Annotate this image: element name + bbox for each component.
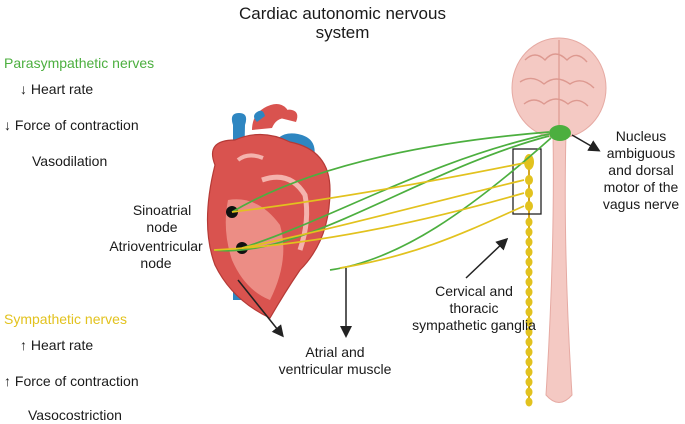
ganglion-bead <box>525 317 533 327</box>
ganglion-bead <box>525 327 533 337</box>
ganglion-bead <box>525 257 533 267</box>
muscle-label-line-2: ventricular muscle <box>278 361 392 377</box>
nucleus-label-line-1: Nucleus <box>615 128 667 144</box>
nucleus-label-line-3: and dorsal <box>608 162 674 178</box>
av-label-line-1: Atrioventricular <box>109 238 203 254</box>
ganglion-bead <box>525 307 533 317</box>
nucleus-label-line-2: ambiguous <box>606 145 676 161</box>
sinoatrial-label-line-1: Sinoatrial <box>132 202 192 218</box>
ganglion-bead <box>525 277 533 287</box>
ganglion-bead <box>525 387 533 397</box>
parasympathetic-heading: Parasympathetic nerves <box>4 55 155 71</box>
spinal-cord <box>545 131 573 403</box>
ganglion-bead <box>525 247 533 257</box>
ganglia-highlight-box <box>512 148 542 215</box>
arrow-to-atrial-muscle <box>237 279 284 338</box>
parasympathetic-effect-force: ↓ Force of contraction <box>4 117 139 133</box>
ganglia-label-line-1: Cervical and <box>435 283 513 299</box>
parasympathetic-effect-vessels: Vasodilation <box>32 153 108 169</box>
ganglia-label-line-3: sympathetic ganglia <box>412 317 536 333</box>
nucleus-label-line-4: motor of the <box>603 179 679 195</box>
ganglion-bead <box>525 357 533 367</box>
sympathetic-effect-vessels: Vasocostriction <box>28 407 122 423</box>
ganglion-bead <box>525 217 533 227</box>
ganglion-bead <box>525 267 533 277</box>
nucleus-ambiguus-marker <box>549 125 571 141</box>
ganglion-bead <box>525 377 533 387</box>
title-line-2: system <box>315 23 370 42</box>
ganglion-bead <box>525 227 533 237</box>
sympathetic-nerve-fibers <box>213 162 525 269</box>
ganglion-bead <box>525 337 533 347</box>
parasympathetic-nerve-fibers <box>213 131 552 271</box>
ganglia-label-line-2: thoracic <box>449 300 499 316</box>
av-label-line-2: node <box>140 255 172 271</box>
muscle-label-line-1: Atrial and <box>305 344 365 360</box>
arrow-to-ganglia <box>465 237 509 279</box>
sympathetic-heading: Sympathetic nerves <box>4 311 127 327</box>
sympathetic-effect-heart-rate: ↑ Heart rate <box>20 337 94 353</box>
ganglion-bead <box>525 397 533 407</box>
sinoatrial-node-label: Sinoatrial node <box>112 202 212 236</box>
ganglion-bead <box>525 297 533 307</box>
nucleus-label-line-5: vagus nerve <box>602 196 680 212</box>
ganglion-bead <box>525 237 533 247</box>
ganglion-bead <box>525 367 533 377</box>
ganglion-bead <box>525 287 533 297</box>
sympathetic-ganglia-chain <box>524 154 534 407</box>
heart-illustration <box>206 104 331 319</box>
sympathetic-ganglia-label: Cervical and thoracic sympathetic gangli… <box>404 283 544 334</box>
arrow-to-nucleus <box>571 134 601 152</box>
diagram-title: Cardiac autonomic nervous system <box>0 4 685 42</box>
nucleus-ambiguus-label: Nucleus ambiguous and dorsal motor of th… <box>600 128 682 213</box>
atrial-ventricular-muscle-label: Atrial and ventricular muscle <box>270 344 400 378</box>
sinoatrial-label-line-2: node <box>146 219 178 235</box>
parasympathetic-effect-heart-rate: ↓ Heart rate <box>20 81 94 97</box>
ganglion-bead <box>525 347 533 357</box>
atrioventricular-node-label: Atrioventricular node <box>100 238 212 272</box>
sympathetic-effect-force: ↑ Force of contraction <box>4 373 139 389</box>
brain-illustration <box>511 37 607 139</box>
title-line-1: Cardiac autonomic nervous <box>239 4 446 23</box>
